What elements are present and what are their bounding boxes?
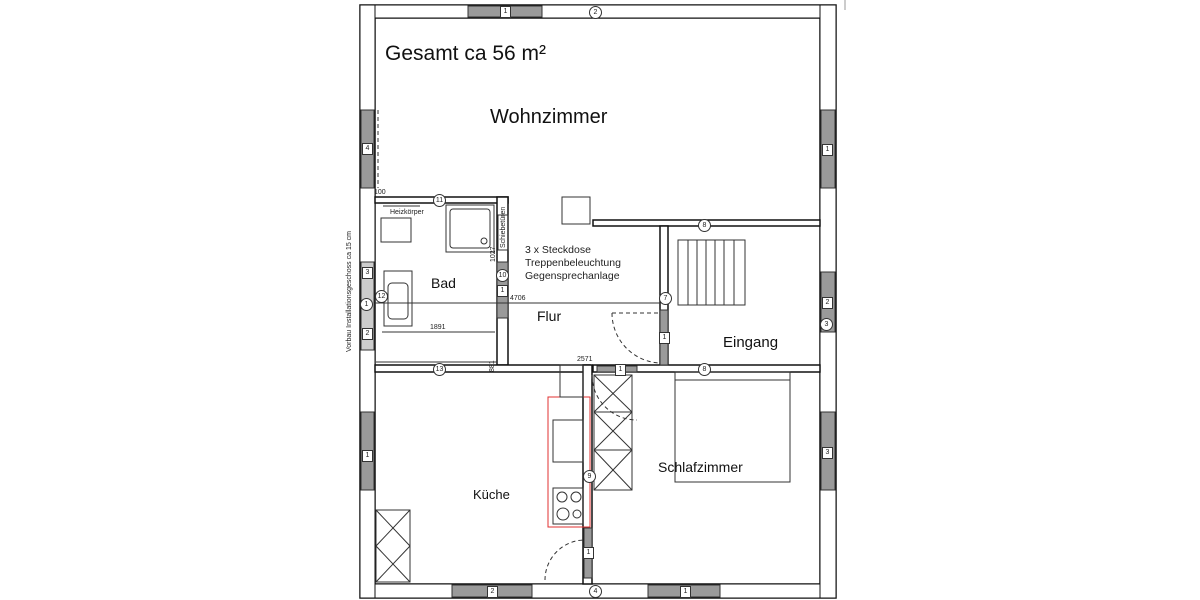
room-label-bad: Bad <box>431 275 456 291</box>
wall <box>374 364 591 373</box>
window-label-3-left: 3 <box>362 267 373 279</box>
shower-drain <box>480 237 488 245</box>
dimension-4706: 4706 <box>510 295 526 302</box>
marker-1: 1 <box>360 298 373 311</box>
bed-frame <box>674 371 791 483</box>
window-label-1-bottom: 1 <box>680 586 691 598</box>
stair-box <box>561 196 591 225</box>
burner <box>556 507 570 521</box>
window-label-2-left: 2 <box>362 328 373 340</box>
wardrobe-outline <box>593 374 633 491</box>
heizkoerper-label: Heizkörper <box>390 209 424 216</box>
marker-12: 12 <box>375 290 388 303</box>
window-label-3-right: 3 <box>822 447 833 459</box>
door-swing <box>544 539 585 581</box>
door-label-schlafzimmer: 1 <box>615 364 626 376</box>
total-area-title: Gesamt ca 56 m² <box>385 42 547 65</box>
door-swing <box>591 374 638 421</box>
fridge <box>559 364 584 398</box>
room-label-flur: Flur <box>537 308 562 324</box>
kitchen-sink <box>552 419 584 463</box>
dimension-100: 100 <box>374 189 386 196</box>
room-label-wohnzimmer: Wohnzimmer <box>490 106 608 128</box>
dimension-1027: 1027 <box>490 246 497 262</box>
marker-7: 7 <box>659 292 672 305</box>
marker-8-top: 8 <box>698 219 711 232</box>
kitchen-counter <box>547 364 591 528</box>
marker-8: 8 <box>698 363 711 376</box>
sliding-door <box>497 214 509 251</box>
bathroom-fixtures <box>375 204 660 363</box>
window-label-1-right: 1 <box>822 144 833 156</box>
outer-wall <box>359 4 837 599</box>
shower-tray <box>449 208 491 249</box>
cabinet-outline <box>375 509 411 583</box>
window-label-1-top: 1 <box>500 6 511 18</box>
wardrobe-line <box>593 374 633 413</box>
schiebetueren-label: Schiebetüren <box>500 206 507 248</box>
windows <box>360 5 836 598</box>
cabinet-line <box>375 545 411 583</box>
wardrobe <box>593 374 633 491</box>
door-label-kueche: 1 <box>583 547 594 559</box>
dimension-881: 881 <box>489 360 496 372</box>
door-label-bad: 1 <box>497 285 508 297</box>
note-steckdose: 3 x Steckdose <box>525 244 591 256</box>
stair-outline <box>677 239 746 306</box>
marker-4: 4 <box>589 585 602 598</box>
burner <box>572 509 582 519</box>
note-treppenbeleuchtung: Treppenbeleuchtung <box>525 257 621 269</box>
marker-3: 3 <box>820 318 833 331</box>
window-label-2-right: 2 <box>822 297 833 309</box>
installation-notes: 3 x Steckdose Treppenbeleuchtung Gegensp… <box>525 244 621 283</box>
toilet <box>380 217 412 243</box>
room-label-kueche: Küche <box>473 487 510 502</box>
burner <box>556 491 568 503</box>
marker-11: 11 <box>433 194 446 207</box>
room-label-schlafzimmer: Schlafzimmer <box>658 459 743 475</box>
vorbau-note: Vorbau Installationsgeschoss ca 15 cm <box>346 230 353 352</box>
door-label-eingang: 1 <box>659 332 670 344</box>
dimension-2571: 2571 <box>577 356 593 363</box>
marker-9: 9 <box>583 470 596 483</box>
marker-13: 13 <box>433 363 446 376</box>
note-gegensprechanlage: Gegensprechanlage <box>525 270 620 282</box>
wardrobe-line <box>593 449 633 491</box>
window-label-4: 4 <box>362 143 373 155</box>
marker-2: 2 <box>589 6 602 19</box>
room-label-eingang: Eingang <box>723 334 779 351</box>
window-label-1-left: 1 <box>362 450 373 462</box>
staircase <box>677 239 746 306</box>
cabinet-line <box>375 509 411 547</box>
cooktop <box>552 487 584 525</box>
basin-bowl <box>387 282 409 320</box>
burner <box>570 491 582 503</box>
window-label-2-bottom: 2 <box>487 586 498 598</box>
dimension-1891: 1891 <box>430 324 446 331</box>
bed <box>674 371 791 483</box>
door-swing <box>611 312 661 364</box>
marker-10: 10 <box>496 269 509 282</box>
shower <box>445 204 495 253</box>
kitchen-cabinet <box>375 509 411 583</box>
door-swings <box>377 110 661 581</box>
